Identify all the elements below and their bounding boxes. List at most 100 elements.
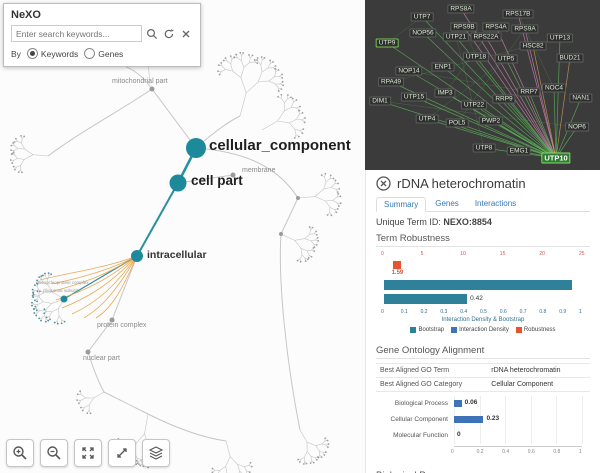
diagonal-arrows-icon (117, 448, 127, 458)
refresh-icon[interactable] (162, 27, 176, 41)
legend-swatch (410, 327, 417, 333)
gridline (505, 396, 507, 444)
gene-node[interactable]: RRP7 (517, 87, 541, 97)
gene-node[interactable]: NOP14 (395, 66, 423, 76)
gene-node[interactable]: UTP9 (375, 38, 399, 48)
gene-node[interactable]: UTP8 (472, 143, 496, 153)
label-protein-complex[interactable]: protein complex (97, 322, 147, 329)
detail-tabs: Summary Genes Interactions (376, 197, 590, 212)
gene-node[interactable]: UTP7 (410, 12, 434, 22)
gene-node[interactable]: UTP13 (546, 33, 574, 43)
gene-node[interactable]: UTP5 (494, 54, 518, 64)
tab-summary[interactable]: Summary (376, 197, 427, 212)
gene-node[interactable]: ENP1 (431, 62, 455, 72)
gene-node[interactable]: RPS8A (447, 4, 475, 14)
tab-genes[interactable]: Genes (435, 199, 459, 208)
radio-keywords-dot[interactable] (26, 48, 38, 59)
tree-branch-edges (47, 61, 301, 442)
expand-selection-button[interactable] (108, 439, 136, 467)
zoom-in-icon (13, 446, 27, 460)
gene-node[interactable]: PWP2 (478, 116, 504, 126)
node-selected-cluster[interactable] (60, 295, 68, 303)
radio-genes-label: Genes (98, 48, 124, 59)
radio-keywords-label: Keywords (40, 48, 79, 59)
label-cluster-term[interactable]: ribonucleoprotein complex (36, 280, 89, 285)
fit-to-screen-button[interactable] (74, 439, 102, 467)
go-bar (454, 416, 484, 423)
node-nuclear-part[interactable] (85, 349, 91, 355)
node-junction[interactable] (296, 196, 300, 200)
radio-keywords[interactable]: Keywords (26, 48, 79, 59)
top-axis-tick: 15 (499, 251, 506, 257)
layers-button[interactable] (142, 439, 170, 467)
gene-node[interactable]: RPS9B (450, 22, 478, 32)
label-membrane[interactable]: membrane (242, 167, 276, 174)
close-icon[interactable] (376, 176, 391, 191)
gene-node[interactable]: DIM1 (369, 96, 391, 106)
node-intracellular[interactable] (131, 250, 143, 262)
gene-node[interactable]: UTP15 (400, 92, 428, 102)
clear-icon[interactable] (179, 27, 193, 41)
search-icon[interactable] (145, 27, 159, 41)
go-axis-tick: 0.2 (476, 449, 484, 455)
gene-node[interactable]: UTP21 (442, 32, 470, 42)
search-input[interactable] (11, 25, 142, 42)
legend-label: Interaction Density (459, 327, 509, 333)
gene-node[interactable]: UTP4 (415, 114, 439, 124)
bottom-axis-tick: 0 (381, 309, 384, 315)
label-cell-part[interactable]: cell part (191, 173, 243, 188)
label-mitochondrial-part[interactable]: mitochondrial part (112, 78, 168, 85)
node-cell-part[interactable] (169, 174, 187, 192)
gene-node[interactable]: UTP18 (462, 52, 490, 62)
gene-node[interactable]: EMG1 (506, 146, 532, 156)
label-cluster-term[interactable]: ribosomal subunit (43, 288, 79, 293)
gene-node[interactable]: RPS9A (511, 24, 539, 34)
bottom-axis-tick: 1 (579, 309, 582, 315)
gene-node[interactable]: POL5 (445, 118, 469, 128)
tab-interactions[interactable]: Interactions (474, 199, 517, 208)
gene-node[interactable]: UTP22 (460, 100, 488, 110)
gene-node[interactable]: IMP3 (434, 88, 456, 98)
gene-node[interactable]: NOP6 (565, 122, 589, 132)
term-detail-panel: rDNA heterochromatin Summary Genes Inter… (365, 170, 600, 473)
gene-node[interactable]: NOC4 (541, 83, 567, 93)
label-cellular-component[interactable]: cellular_component (209, 137, 351, 154)
gene-node[interactable]: RPA49 (377, 77, 405, 87)
label-nuclear-part[interactable]: nuclear part (83, 355, 120, 362)
go-category-label: Biological Process (394, 400, 448, 407)
gene-node[interactable]: BUD21 (556, 53, 584, 63)
gene-node[interactable]: RRP9 (492, 94, 516, 104)
gene-node[interactable]: NAN1 (569, 93, 593, 103)
ontology-map-panel[interactable]: mitochondrial part cellular_component ce… (0, 0, 365, 473)
gene-node[interactable]: RPS17B (502, 9, 534, 19)
node-mitochondrial-part[interactable] (149, 86, 155, 92)
legend-item: Interaction Density (451, 327, 509, 333)
bottom-axis-tick: 0.2 (420, 309, 428, 315)
gridline (530, 396, 532, 444)
node-protein-complex[interactable] (109, 317, 115, 323)
zoom-out-button[interactable] (40, 439, 68, 467)
gene-node[interactable]: RPS4A (482, 22, 510, 32)
zoom-in-button[interactable] (6, 439, 34, 467)
label-intracellular[interactable]: intracellular (147, 249, 207, 261)
radio-genes[interactable]: Genes (84, 48, 123, 59)
table-cell-value: Cellular Component (487, 377, 590, 392)
ontology-tree-canvas[interactable] (0, 0, 365, 473)
node-membrane[interactable] (230, 172, 236, 178)
section-biological-process: Biological Process (376, 470, 590, 473)
section-go-alignment: Gene Ontology Alignment (376, 345, 590, 359)
bottom-axis-tick: 0.6 (499, 309, 507, 315)
gene-node[interactable]: NOP56 (409, 28, 437, 38)
node-junction[interactable] (279, 232, 283, 236)
gene-node[interactable]: UTP10 (541, 152, 571, 164)
node-cellular-component[interactable] (186, 138, 206, 158)
radio-genes-dot[interactable] (84, 48, 96, 59)
gene-node[interactable]: RPS22A (470, 32, 502, 42)
go-category-label: Cellular Component (390, 416, 448, 423)
gene-node[interactable]: HSC82 (519, 41, 547, 51)
top-axis-tick: 10 (460, 251, 466, 257)
